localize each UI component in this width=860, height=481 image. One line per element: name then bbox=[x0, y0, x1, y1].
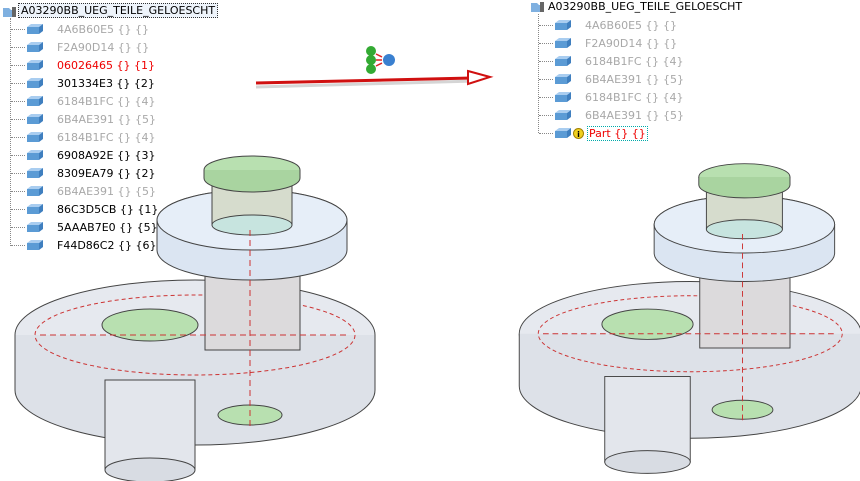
assembly-icon bbox=[3, 6, 16, 17]
tree-item[interactable]: 6B4AE391 {} {5} bbox=[11, 182, 156, 200]
part-cube-icon bbox=[27, 78, 43, 88]
part-cube-icon bbox=[555, 92, 571, 102]
tree-item[interactable]: 6184B1FC {} {4} bbox=[539, 52, 684, 70]
tree-item[interactable]: 6184B1FC {} {4} bbox=[11, 128, 156, 146]
part-cube-icon bbox=[27, 168, 43, 178]
tree-item[interactable]: 6184B1FC {} {4} bbox=[539, 88, 684, 106]
left-tree-root[interactable]: A03290BB_UEG_TEILE_GELOESCHT bbox=[2, 3, 219, 18]
part-cube-icon bbox=[555, 74, 571, 84]
part-cube-icon bbox=[27, 132, 43, 142]
atoms-icon bbox=[366, 46, 395, 74]
tree-item[interactable]: 6B4AE391 {} {5} bbox=[11, 110, 156, 128]
tree-item[interactable]: F2A90D14 {} {} bbox=[11, 38, 149, 56]
part-cube-icon bbox=[27, 42, 43, 52]
tree-item[interactable]: 6B4AE391 {} {5} bbox=[539, 106, 684, 124]
part-cube-icon bbox=[555, 110, 571, 120]
tree-item[interactable]: 4A6B60E5 {} {} bbox=[539, 16, 677, 34]
tree-item[interactable]: F2A90D14 {} {} bbox=[539, 34, 677, 52]
transition-arrow bbox=[255, 46, 494, 89]
part-cube-icon bbox=[27, 60, 43, 70]
assembly-icon bbox=[531, 2, 544, 12]
part-cube-icon bbox=[555, 56, 571, 66]
part-cube-icon bbox=[27, 240, 43, 250]
part-cube-icon bbox=[555, 38, 571, 48]
tree-item[interactable]: 86C3D5CB {} {1} bbox=[11, 200, 158, 218]
svg-text:i: i bbox=[577, 130, 580, 139]
tree-item[interactable]: 06026465 {} {1} bbox=[11, 56, 155, 74]
right-tree-root[interactable]: A03290BB_UEG_TEILE_GELOESCHT bbox=[530, 0, 744, 13]
part-cube-icon bbox=[27, 96, 43, 106]
tree-item[interactable]: 6184B1FC {} {4} bbox=[11, 92, 156, 110]
part-cube-icon bbox=[555, 128, 571, 138]
part-cube-icon bbox=[27, 150, 43, 160]
tree-item[interactable]: 8309EA79 {} {2} bbox=[11, 164, 155, 182]
tree-item[interactable]: 301334E3 {} {2} bbox=[11, 74, 155, 92]
part-cube-icon bbox=[27, 186, 43, 196]
tree-item[interactable]: 6908A92E {} {3} bbox=[11, 146, 155, 164]
part-cube-icon bbox=[27, 222, 43, 232]
tree-item-new-part[interactable]: i Part {} {} bbox=[539, 124, 648, 142]
tree-item[interactable]: 5AAAB7E0 {} {5} bbox=[11, 218, 158, 236]
part-cube-icon bbox=[555, 20, 571, 30]
left-3d-model bbox=[14, 155, 376, 481]
tree-item[interactable]: 4A6B60E5 {} {} bbox=[11, 20, 149, 38]
info-warning-icon: i bbox=[573, 127, 584, 139]
part-cube-icon bbox=[27, 24, 43, 34]
part-cube-icon bbox=[27, 114, 43, 124]
part-cube-icon bbox=[27, 204, 43, 214]
tree-item[interactable]: 6B4AE391 {} {5} bbox=[539, 70, 684, 88]
tree-item[interactable]: F44D86C2 {} {6} bbox=[11, 236, 156, 254]
right-3d-model bbox=[518, 163, 860, 474]
